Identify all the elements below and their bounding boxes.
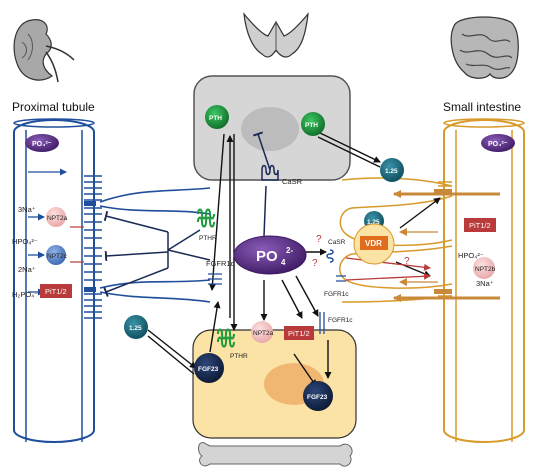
fgf23-badge-left: FGF23 <box>194 353 224 383</box>
bone-icon <box>198 442 353 467</box>
svg-text:NPT2a: NPT2a <box>47 215 68 222</box>
proximal-tubule <box>13 118 211 443</box>
npt2b-intestine: NPT2b <box>473 257 496 279</box>
svg-text:FGFR1c: FGFR1c <box>324 291 349 298</box>
vitamin-d-badge-left: 1.25 <box>124 315 148 339</box>
phosphate-center-charge: 2- <box>286 246 293 255</box>
npt2c-kidney: NPT2c <box>46 245 68 265</box>
svg-text:NPT2c: NPT2c <box>47 253 68 260</box>
casr-intestine: CaSR <box>326 239 346 263</box>
ion-hpo4-intestine: HPO₄²⁻ <box>458 251 484 260</box>
pit12-intestine-upper: PiT1/2 <box>464 218 496 232</box>
npt2a-kidney: NPT2a <box>46 207 68 227</box>
ion-na3-kidney: 3Na⁺ <box>18 205 36 214</box>
svg-text:FGF23: FGF23 <box>198 366 219 373</box>
pit12-bone: PiT1/2 <box>284 326 314 340</box>
regulatory-arrows <box>28 131 500 387</box>
svg-text:PiT1/2: PiT1/2 <box>469 221 491 230</box>
small-intestine-label: Small intestine <box>443 100 521 114</box>
question-mark-3: ? <box>404 256 410 267</box>
svg-text:CaSR: CaSR <box>282 177 303 186</box>
svg-text:1.25: 1.25 <box>367 219 380 226</box>
proximal-tubule-label: Proximal tubule <box>12 100 95 114</box>
svg-text:1.25: 1.25 <box>385 168 398 175</box>
ion-na3-intestine: 3Na⁺ <box>476 279 494 288</box>
pit12-kidney: PiT1/2 <box>40 284 72 298</box>
pthr-bone: PTHR <box>217 328 248 360</box>
ion-h2po4-kidney: H₂PO₄⁻ <box>12 290 38 299</box>
svg-text:NPT2b: NPT2b <box>475 266 496 273</box>
svg-text:PiT1/2: PiT1/2 <box>45 287 67 296</box>
phosphate-intestine-text: PO₄²⁻ <box>488 141 508 148</box>
small-intestine <box>339 118 525 443</box>
pth-badge-right: PTH <box>301 112 325 136</box>
phosphate-kidney-text: PO₄²⁻ <box>32 141 52 148</box>
svg-text:CaSR: CaSR <box>328 239 346 246</box>
phosphate-intestine-lumen: PO₄²⁻ <box>481 134 515 152</box>
svg-text:PTH: PTH <box>209 115 222 122</box>
phosphate-center-sub: 4 <box>281 258 286 267</box>
svg-text:NPT2a: NPT2a <box>253 330 274 337</box>
parathyroid-icon <box>243 12 309 58</box>
svg-text:FGFR1c: FGFR1c <box>206 259 235 268</box>
svg-text:FGF23: FGF23 <box>307 394 328 401</box>
pth-badge-left: PTH <box>205 105 229 129</box>
phosphate-center-text: PO <box>256 248 278 265</box>
vdr-receptor: VDR <box>353 223 395 265</box>
svg-text:VDR: VDR <box>365 239 382 248</box>
svg-text:FGFR1c: FGFR1c <box>328 317 353 324</box>
kidney-icon <box>13 19 75 83</box>
question-mark-2: ? <box>312 258 318 269</box>
phosphate-center: PO 4 2- <box>233 235 307 275</box>
intestine-icon <box>450 16 519 79</box>
pthr-kidney: PTHR <box>197 208 217 242</box>
ion-hpo4-kidney: HPO₄²⁻ <box>12 237 38 246</box>
svg-text:PTHR: PTHR <box>199 235 217 242</box>
fgfr1c-bone: FGFR1c <box>319 312 353 334</box>
svg-text:PTH: PTH <box>305 122 318 129</box>
fgfr1c-kidney: FGFR1c <box>206 259 235 285</box>
svg-text:PTHR: PTHR <box>230 353 248 360</box>
ion-na2-kidney: 2Na⁺ <box>18 265 36 274</box>
vitamin-d-badge-right: 1.25 <box>380 158 404 182</box>
phosphate-kidney-lumen: PO₄²⁻ <box>25 134 59 152</box>
fgf23-badge-right: FGF23 <box>303 381 333 411</box>
svg-text:1.25: 1.25 <box>129 325 142 332</box>
question-mark-1: ? <box>316 234 322 245</box>
npt2a-bone: NPT2a <box>251 321 274 343</box>
svg-text:PiT1/2: PiT1/2 <box>288 329 310 338</box>
casr-parathyroid: CaSR <box>261 164 303 186</box>
fgfr1c-intestine: FGFR1c <box>324 275 349 298</box>
parathyroid-nucleus <box>241 107 299 151</box>
